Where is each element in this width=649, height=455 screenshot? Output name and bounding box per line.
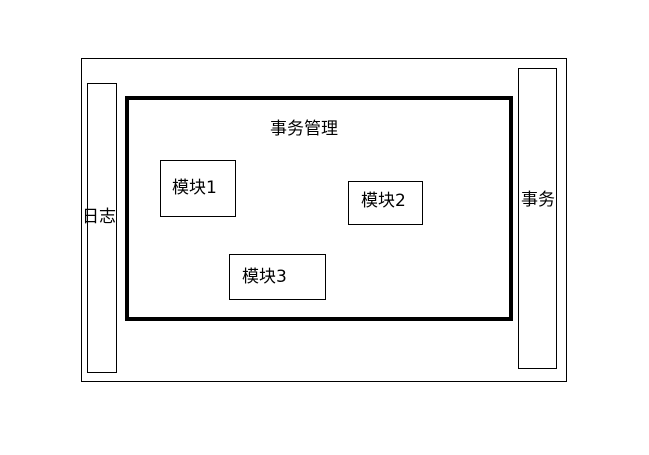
log-panel — [87, 83, 117, 373]
module-1-label: 模块1 — [172, 178, 217, 198]
module-3-label: 模块3 — [242, 267, 287, 287]
module-2-label: 模块2 — [361, 191, 406, 211]
module-1-box — [160, 160, 236, 217]
module-2-box — [348, 181, 423, 225]
module-3-box — [229, 254, 326, 300]
affairs-panel-label: 事务 — [521, 190, 555, 210]
log-panel-label: 日志 — [82, 207, 116, 227]
affairs-panel — [518, 68, 557, 369]
affairs-management-title: 事务管理 — [270, 119, 338, 139]
